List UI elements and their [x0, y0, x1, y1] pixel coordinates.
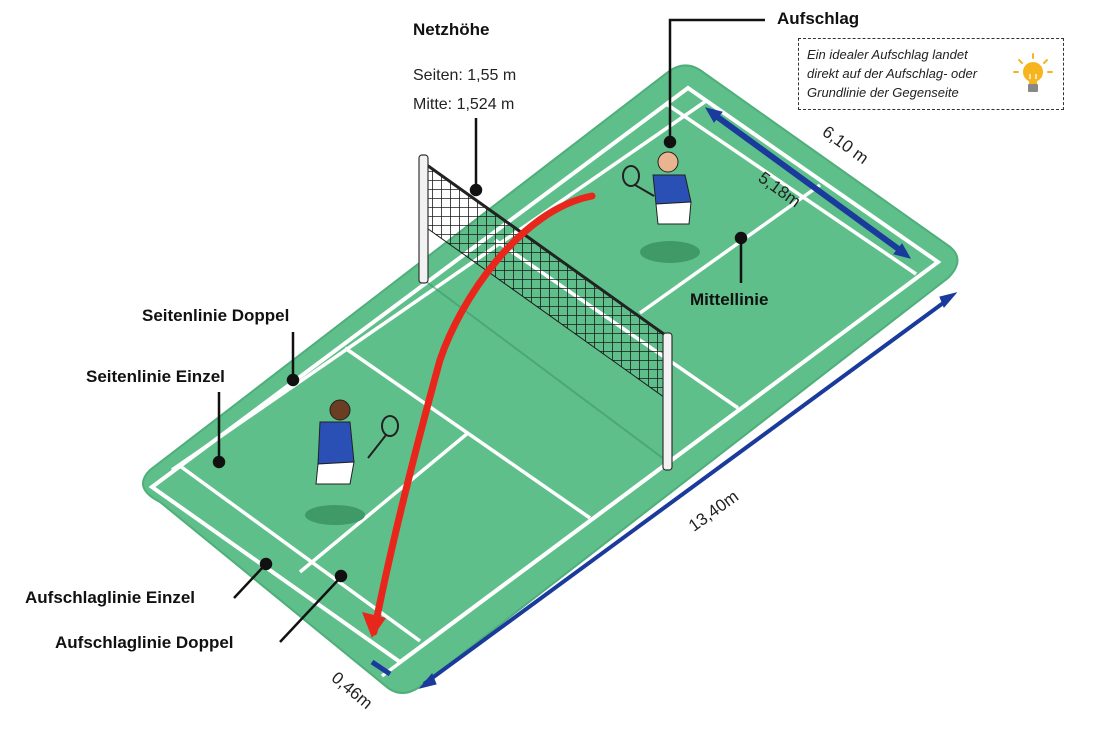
net-height-sides: Seiten: 1,55 m: [413, 67, 517, 84]
court-surface: [141, 64, 959, 694]
lightbulb-icon: [1013, 53, 1053, 92]
net-height-middle: Mitte: 1,524 m: [413, 96, 515, 113]
player-far-racket-handle: [634, 184, 655, 197]
dim-arrowhead-court-length-a: [418, 673, 437, 689]
player-near-shadow: [305, 505, 365, 525]
label-service-line-doubles: Aufschlaglinie Doppel: [55, 633, 234, 652]
label-service-line-singles: Aufschlaglinie Einzel: [25, 588, 196, 607]
net-post-right: [662, 332, 673, 471]
player-far-shorts: [655, 201, 692, 225]
player-far-head: [657, 151, 679, 173]
player-far-shadow: [640, 241, 700, 263]
net: [418, 154, 673, 471]
dot-net-height: [469, 183, 483, 197]
singles-sideline-near: [171, 99, 707, 472]
label-center-line: Mittellinie: [690, 290, 769, 309]
player-far-racket: [622, 165, 640, 187]
player-near-shorts: [315, 461, 355, 485]
label-sideline-doubles: Seitenlinie Doppel: [142, 306, 290, 325]
dim-arrow-sideline-gap: [370, 659, 392, 677]
dim-arrowhead-doubles-width-a: [704, 107, 723, 123]
net-height-title: Netzhöhe: [413, 20, 490, 39]
player-near-racket: [381, 415, 399, 437]
player-near-racket-handle: [367, 434, 387, 459]
tip-box: Ein idealer Aufschlag landet direkt auf …: [798, 38, 1064, 110]
dim-arrow-court-length: [422, 296, 952, 686]
player-far: [622, 151, 700, 263]
dot-service-line-singles: [259, 557, 273, 571]
dot-serve: [663, 135, 677, 149]
dim-arrowhead-court-length-b: [939, 292, 958, 308]
center-line-far: [638, 183, 822, 315]
tip-line: Grundlinie der Gegenseite: [807, 85, 959, 100]
tip-line: direkt auf der Aufschlag- oder: [807, 66, 978, 81]
player-far-shirt: [652, 174, 692, 205]
serve-arc-arrowhead: [362, 612, 386, 638]
leader-service-line-singles: [233, 565, 265, 599]
net-post-left: [418, 154, 429, 284]
singles-sideline-far: [380, 275, 920, 678]
dim-arrow-doubles-width: [710, 110, 906, 256]
net-tape: [423, 161, 669, 339]
player-near-head: [329, 399, 351, 421]
tip-line: Ein idealer Aufschlag landet: [807, 47, 968, 62]
serve-arc: [370, 192, 596, 636]
center-line-near: [298, 431, 470, 574]
dot-sideline-singles: [212, 455, 226, 469]
dot-center-line: [734, 231, 748, 245]
player-near-shirt: [317, 421, 355, 465]
label-serve: Aufschlag: [777, 9, 860, 28]
label-sideline-singles: Seitenlinie Einzel: [86, 367, 225, 386]
dim-arrowhead-doubles-width-b: [893, 243, 912, 259]
leader-service-line-doubles: [279, 577, 341, 643]
tip-text: Ein idealer Aufschlag landet direkt auf …: [807, 45, 977, 102]
dot-service-line-doubles: [334, 569, 348, 583]
leader-serve: [668, 18, 765, 140]
long-service-line-far: [664, 101, 917, 276]
player-near: [305, 399, 399, 525]
dot-sideline-doubles: [286, 373, 300, 387]
